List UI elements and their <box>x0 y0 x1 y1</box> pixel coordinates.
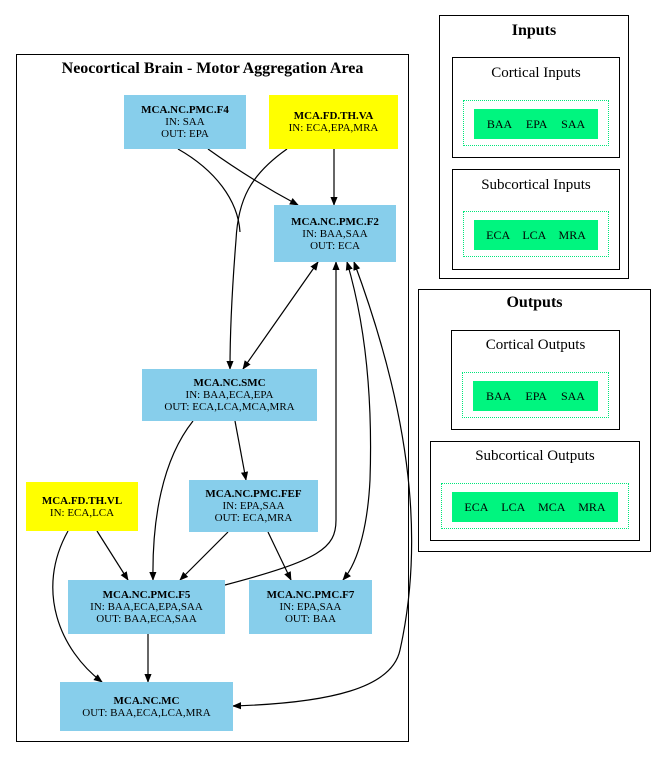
node-name: MCA.NC.MC <box>113 694 180 707</box>
node-line: IN: EPA,SAA <box>222 500 285 512</box>
signal-label: ECA <box>486 227 511 242</box>
node-line: OUT: EPA <box>161 128 209 140</box>
node-smc: MCA.NC.SMC IN: BAA,ECA,EPA OUT: ECA,LCA,… <box>142 369 317 421</box>
main-cluster-title: Neocortical Brain - Motor Aggregation Ar… <box>61 60 364 77</box>
node-line: OUT: BAA <box>284 613 337 625</box>
cortical-outputs-signals: BAA EPA SAA <box>473 381 598 411</box>
node-line: OUT: ECA,MRA <box>214 512 293 524</box>
node-line: IN: ECA,LCA <box>49 506 115 519</box>
edge-va-smc <box>226 148 288 370</box>
node-name: MCA.NC.PMC.F2 <box>291 215 379 228</box>
node-line: OUT: BAA,ECA,SAA <box>96 613 197 625</box>
node-name: MCA.NC.PMC.F5 <box>102 589 191 601</box>
cortical-outputs-cluster: Cortical Outputs BAA EPA SAA <box>451 330 620 430</box>
node-pmc-fef: MCA.NC.PMC.FEF IN: EPA,SAA OUT: ECA,MRA <box>189 480 318 532</box>
cortical-inputs-group: BAA EPA SAA <box>463 100 609 146</box>
subcortical-outputs-cluster: Subcortical Outputs ECA LCA MCA MRA <box>430 441 640 541</box>
subcortical-inputs-title: Subcortical Inputs <box>481 177 591 193</box>
node-pmc-f4: MCA.NC.PMC.F4 IN: SAA OUT: EPA <box>124 95 246 149</box>
node-th-va: MCA.FD.TH.VA IN: ECA,EPA,MRA <box>269 95 398 149</box>
subcortical-inputs-cluster: Subcortical Inputs ECA LCA MRA <box>452 169 620 270</box>
signal-label: SAA <box>560 388 585 403</box>
signal-label: EPA <box>525 388 547 403</box>
signal-label: BAA <box>486 116 513 131</box>
edge-f2-mc <box>232 261 413 710</box>
signal-label: EPA <box>525 116 548 131</box>
signal-label: MRA <box>558 227 586 242</box>
signal-label: ECA <box>464 499 489 514</box>
node-name: MCA.NC.PMC.F7 <box>266 589 355 601</box>
node-line: OUT: BAA,ECA,LCA,MRA <box>82 706 211 719</box>
node-name: MCA.NC.PMC.FEF <box>205 488 302 500</box>
main-cluster: Neocortical Brain - Motor Aggregation Ar… <box>16 54 409 742</box>
node-name: MCA.NC.PMC.F4 <box>141 104 229 116</box>
inputs-title: Inputs <box>511 22 557 39</box>
subcortical-outputs-group: ECA LCA MCA MRA <box>441 483 629 529</box>
node-line: OUT: ECA,LCA,MCA,MRA <box>164 401 295 413</box>
signal-label: MCA <box>538 499 566 514</box>
node-line: IN: ECA,EPA,MRA <box>288 122 379 134</box>
signal-label: MRA <box>578 499 606 514</box>
cortical-inputs-cluster: Cortical Inputs BAA EPA SAA <box>452 57 620 158</box>
outputs-cluster: Outputs Cortical Outputs BAA EPA SAA Sub… <box>418 289 651 552</box>
edge-smc-f5 <box>149 420 194 581</box>
signal-label: LCA <box>522 227 547 242</box>
node-pmc-f7: MCA.NC.PMC.F7 IN: EPA,SAA OUT: BAA <box>249 580 372 634</box>
edge-vl-f5 <box>96 530 129 581</box>
node-name: MCA.FD.TH.VA <box>293 110 374 122</box>
signal-label: LCA <box>501 499 526 514</box>
subcortical-inputs-group: ECA LCA MRA <box>463 211 609 257</box>
outputs-title: Outputs <box>506 294 563 311</box>
node-name: MCA.NC.SMC <box>193 377 266 389</box>
cortical-inputs-signals: BAA EPA SAA <box>474 109 598 139</box>
subcortical-inputs-signals: ECA LCA MRA <box>474 220 598 250</box>
edge-vl-mc <box>52 530 103 683</box>
node-pmc-f5: MCA.NC.PMC.F5 IN: BAA,ECA,EPA,SAA OUT: B… <box>68 580 225 634</box>
cortical-outputs-group: BAA EPA SAA <box>462 372 609 418</box>
node-line: IN: BAA,ECA,EPA,SAA <box>90 601 203 613</box>
signal-label: SAA <box>561 116 586 131</box>
edge-f4-smc <box>177 148 241 233</box>
node-mc: MCA.NC.MC OUT: BAA,ECA,LCA,MRA <box>60 682 233 731</box>
subcortical-outputs-title: Subcortical Outputs <box>475 448 595 464</box>
inputs-cluster: Inputs Cortical Inputs BAA EPA SAA Subco… <box>439 15 629 279</box>
node-line: OUT: ECA <box>310 239 360 252</box>
node-name: MCA.FD.TH.VL <box>41 494 123 507</box>
signal-label: BAA <box>486 388 512 403</box>
cortical-outputs-title: Cortical Outputs <box>485 337 586 353</box>
cortical-inputs-title: Cortical Inputs <box>491 65 581 81</box>
node-pmc-f2: MCA.NC.PMC.F2 IN: BAA,SAA OUT: ECA <box>274 205 396 262</box>
subcortical-outputs-signals: ECA LCA MCA MRA <box>452 492 618 522</box>
node-line: IN: SAA <box>165 116 205 128</box>
edge-fef-f5 <box>179 531 229 581</box>
node-th-vl: MCA.FD.TH.VL IN: ECA,LCA <box>26 482 138 531</box>
node-line: IN: BAA,SAA <box>302 227 368 240</box>
node-line: IN: EPA,SAA <box>279 601 342 613</box>
node-line: IN: BAA,ECA,EPA <box>185 389 274 401</box>
